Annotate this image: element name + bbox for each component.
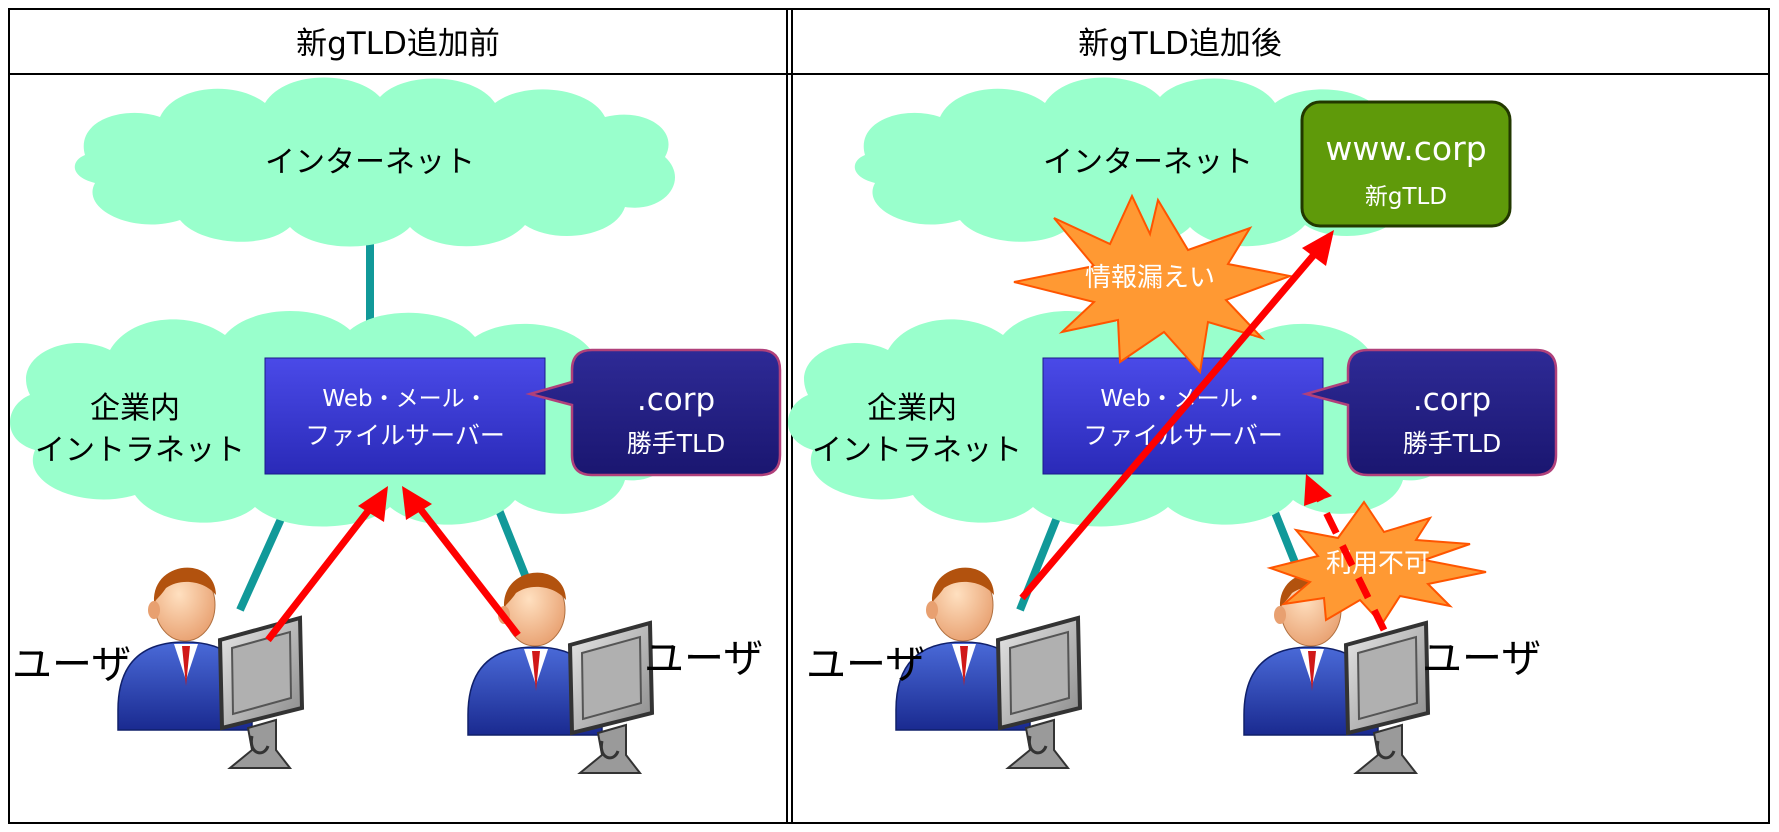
intranet-label-line1: 企業内 <box>90 391 180 426</box>
server-label-line1: Web・メール・ <box>322 386 487 412</box>
corp-label-line1: .corp <box>1413 382 1491 418</box>
new-gtld-line2: 新gTLD <box>1365 184 1447 210</box>
new-gtld-line1: www.corp <box>1325 129 1486 168</box>
user-figure-left <box>116 565 304 770</box>
corp-tld-callout: .corp 勝手TLD <box>525 348 782 477</box>
internet-label: インターネット <box>265 145 475 180</box>
access-arrows <box>265 486 521 643</box>
internet-label: インターネット <box>1043 145 1253 180</box>
corp-label-line2: 勝手TLD <box>1403 429 1501 458</box>
panel-after: インターネット 企業内 イントラネット www.corp 新gTLD Web・メ… <box>788 77 1558 775</box>
burst-unavailable-label: 利用不可 <box>1326 549 1430 579</box>
leak-arrow <box>1019 230 1334 601</box>
server-label-line2: ファイルサーバー <box>305 421 505 450</box>
server-box: Web・メール・ ファイルサーバー <box>1042 357 1324 475</box>
corp-label-line2: 勝手TLD <box>627 429 725 458</box>
corp-tld-callout: .corp 勝手TLD <box>1301 348 1558 477</box>
table-frame <box>8 8 1770 824</box>
burst-info-leak-label: 情報漏えい <box>1085 263 1215 293</box>
server-label-line2: ファイルサーバー <box>1083 421 1283 450</box>
intranet-label-line2: イントラネット <box>812 433 1022 468</box>
intranet-label-line2: イントラネット <box>35 433 245 468</box>
corp-label-line1: .corp <box>637 382 715 418</box>
header-after: 新gTLD追加後 <box>1078 26 1282 62</box>
header-before: 新gTLD追加前 <box>296 26 500 62</box>
user-label-right: ユーザ <box>644 636 763 682</box>
user-label-left: ユーザ <box>12 642 131 688</box>
intranet-label-line1: 企業内 <box>867 391 957 426</box>
panel-before: インターネット 企業内 イントラネット Web・メール・ ファイルサーバー .c… <box>10 77 782 775</box>
new-gtld-box: www.corp 新gTLD <box>1300 100 1512 228</box>
user-label-left: ユーザ <box>806 642 925 688</box>
burst-info-leak: 情報漏えい <box>1013 193 1294 375</box>
server-box: Web・メール・ ファイルサーバー <box>264 357 546 475</box>
blocked-arrow <box>1304 474 1388 632</box>
user-label-right: ユーザ <box>1422 636 1541 682</box>
